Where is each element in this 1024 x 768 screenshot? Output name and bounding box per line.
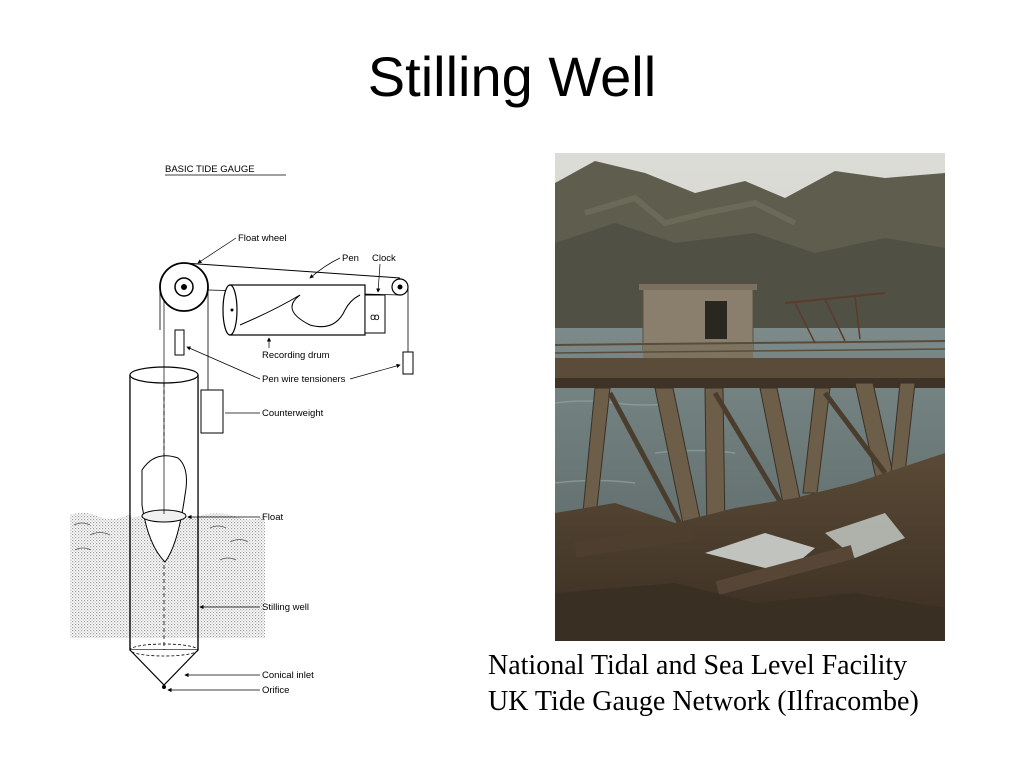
label-float: Float — [262, 512, 283, 523]
tide-gauge-diagram: BASIC TIDE GAUGE ꝏ Float wheel Pen Cl — [70, 164, 414, 696]
slide-title: Stilling Well — [367, 45, 657, 108]
caption-line-1: National Tidal and Sea Level Facility — [488, 650, 908, 681]
conical-inlet — [129, 649, 199, 686]
water-left — [70, 512, 130, 638]
label-pen-wire-tensioners: Pen wire tensioners — [262, 374, 346, 385]
pier-deck — [555, 358, 945, 380]
gauge-hut — [642, 287, 754, 351]
label-orifice: Orifice — [262, 685, 289, 696]
pen-wire-tensioner-left — [174, 329, 185, 356]
caption-line-2: UK Tide Gauge Network (Ilfracombe) — [488, 686, 919, 717]
pen-wire-tensioner-right — [402, 351, 414, 375]
hut-door — [705, 301, 727, 339]
label-clock: Clock — [372, 253, 396, 264]
clock-box — [364, 294, 386, 334]
label-pen: Pen — [342, 253, 359, 264]
tide-gauge-photo — [555, 153, 945, 641]
label-counterweight: Counterweight — [262, 408, 324, 419]
orifice — [162, 685, 166, 689]
label-recording-drum: Recording drum — [262, 350, 330, 361]
label-conical-inlet: Conical inlet — [262, 670, 314, 681]
photo-caption: National Tidal and Sea Level Facility UK… — [488, 648, 1018, 720]
label-float-wheel: Float wheel — [238, 233, 287, 244]
tide-trace — [239, 294, 361, 328]
label-stilling-well: Stilling well — [262, 602, 309, 613]
recording-drum — [229, 284, 366, 336]
counterweight — [200, 389, 224, 434]
svg-text:ꝏ: ꝏ — [370, 312, 380, 323]
water-right — [198, 513, 265, 638]
water-inside-well — [130, 515, 198, 638]
diagram-heading: BASIC TIDE GAUGE — [165, 164, 255, 175]
